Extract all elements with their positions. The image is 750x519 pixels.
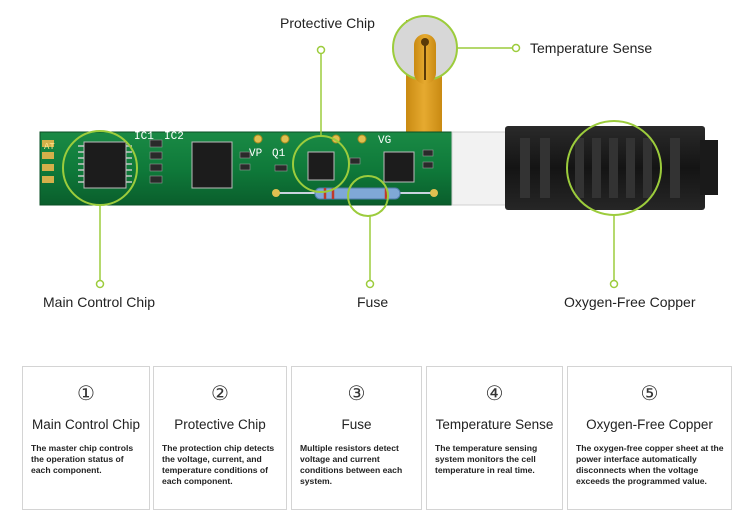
connector-side-tab — [700, 140, 718, 195]
fuse — [314, 187, 401, 200]
card-description: The protection chip detects the voltage,… — [162, 443, 275, 486]
feature-card-protective-chip: ② Protective Chip The protection chip de… — [153, 366, 287, 510]
marking-at: AT — [44, 142, 55, 152]
card-number: ① — [77, 383, 95, 405]
card-title: Fuse — [341, 417, 372, 432]
feature-cards: ① Main Control Chip The master chip cont… — [22, 366, 732, 510]
callout-protective-chip: Protective Chip — [280, 15, 375, 31]
second-chip — [191, 141, 233, 189]
callout-main-control-chip: Main Control Chip — [43, 294, 156, 310]
callout-temperature-sense: Temperature Sense — [530, 40, 653, 56]
card-description: The master chip controls the operation s… — [31, 443, 134, 475]
feature-card-main-control-chip: ① Main Control Chip The master chip cont… — [22, 366, 150, 510]
card-title: Temperature Sense — [435, 417, 554, 432]
card-title: Protective Chip — [174, 417, 266, 432]
marking-vp: VP — [249, 148, 263, 160]
power-connector — [505, 126, 705, 210]
fuse-circle — [347, 175, 389, 217]
card-description: Multiple resistors detect voltage and cu… — [300, 443, 403, 486]
card-number: ② — [211, 383, 229, 405]
gold-pads — [42, 140, 54, 183]
marking-vg: VG — [378, 135, 391, 147]
card-number: ③ — [347, 383, 366, 405]
card-number: ④ — [485, 383, 504, 405]
card-description: The oxygen-free copper sheet at the powe… — [576, 443, 724, 486]
marking-ic2: IC2 — [164, 131, 184, 143]
feature-card-oxygen-free-copper: ⑤ Oxygen-Free Copper The oxygen-free cop… — [567, 366, 732, 510]
connector-slots — [520, 138, 680, 198]
feature-card-fuse: ③ Fuse Multiple resistors detect voltage… — [291, 366, 422, 510]
callout-fuse: Fuse — [357, 294, 389, 310]
card-title: Main Control Chip — [31, 417, 141, 432]
protective-chip — [307, 151, 335, 181]
card-title: Oxygen-Free Copper — [586, 417, 713, 432]
card-description: The temperature sensing system monitors … — [435, 443, 538, 475]
main-control-chip — [83, 141, 127, 189]
card-number: ⑤ — [640, 383, 659, 405]
plastic-spacer — [451, 131, 513, 206]
marking-q1: Q1 — [272, 148, 286, 160]
callout-oxygen-free-copper: Oxygen-Free Copper — [564, 294, 696, 310]
feature-card-temperature-sense: ④ Temperature Sense The temperature sens… — [426, 366, 563, 510]
pcb-diagram: IC1 IC2 VP Q1 VG AT — [39, 15, 718, 289]
mosfet-chip — [383, 151, 415, 183]
marking-ic1: IC1 — [134, 131, 154, 143]
passive-components — [149, 139, 434, 184]
